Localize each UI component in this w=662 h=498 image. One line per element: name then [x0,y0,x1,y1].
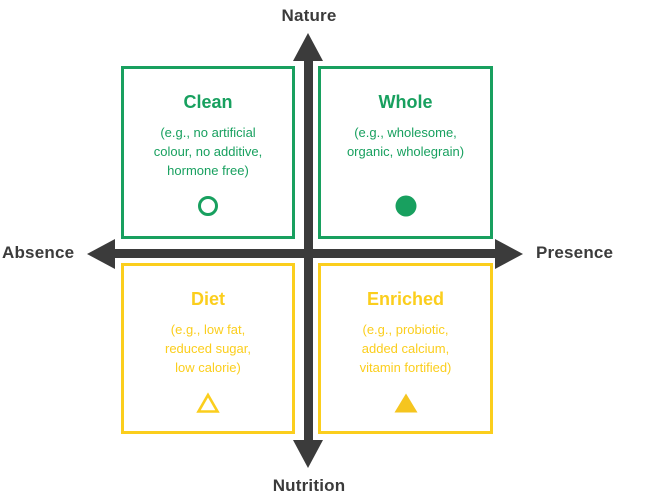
quadrant-enriched: Enriched (e.g., probiotic, added calcium… [318,263,493,434]
quadrant-title: Enriched [366,289,445,309]
quadrant-title: Clean [183,92,233,112]
axis-label-absence: Absence [2,243,75,262]
quadrant-diet: Diet (e.g., low fat, reduced sugar, low … [121,263,295,434]
horizontal-axis-line [105,249,505,258]
quadrant-title: Whole [378,92,433,112]
circle-outline-icon [124,195,292,217]
quadrant-description: (e.g., probiotic, added calcium, vitamin… [359,322,452,375]
triangle-outline-icon [124,392,292,414]
axis-label-nature: Nature [281,6,337,25]
triangle-filled-icon [321,392,490,414]
quadrant-whole: Whole (e.g., wholesome, organic, wholegr… [318,66,493,239]
arrow-left-icon [87,239,115,269]
arrow-up-icon [293,33,323,61]
axis-label-presence: Presence [536,243,614,262]
quadrant-description: (e.g., wholesome, organic, wholegrain) [346,125,465,159]
quadrant-clean: Clean (e.g., no artificial colour, no ad… [121,66,295,239]
circle-filled-icon [321,195,490,217]
quadrant-title: Diet [190,289,225,309]
quadrant-description: (e.g., low fat, reduced sugar, low calor… [164,322,251,375]
arrow-right-icon [495,239,523,269]
axis-label-nutrition: Nutrition [272,476,346,495]
arrow-down-icon [293,440,323,468]
quadrant-description: (e.g., no artificial colour, no additive… [153,125,263,178]
